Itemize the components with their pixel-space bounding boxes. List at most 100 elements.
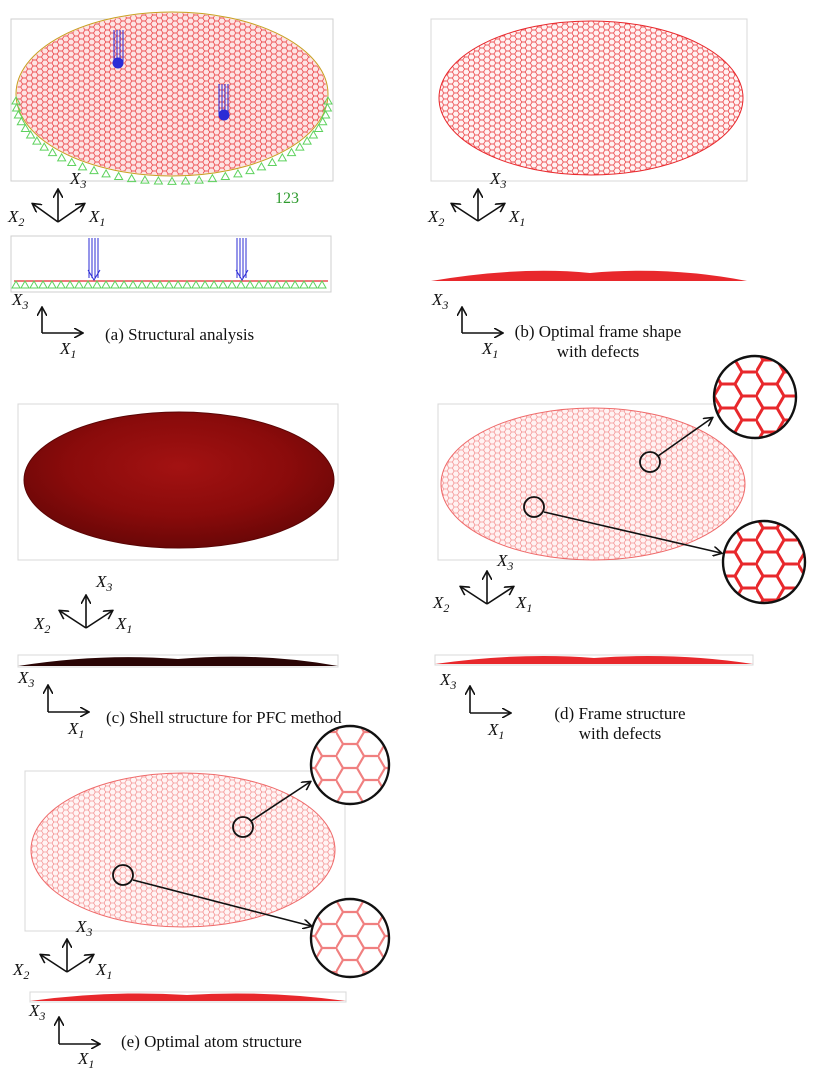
panel-e-axis-triad: X3 X2 X1 xyxy=(12,917,112,982)
node-number-label: 123 xyxy=(275,190,299,207)
axis-label-x2: X2 xyxy=(33,614,50,636)
support-triangle xyxy=(128,279,138,289)
panel-c-side-profile xyxy=(18,656,338,666)
axis-label-x1: X1 xyxy=(508,207,525,229)
support-triangle xyxy=(277,152,288,162)
support-triangle xyxy=(263,279,273,289)
panel-a-side-load-2 xyxy=(235,238,249,281)
support-triangle xyxy=(245,279,255,289)
support-triangle xyxy=(56,279,66,289)
support-triangle xyxy=(47,147,58,157)
support-triangle xyxy=(101,168,111,178)
caption-b-line2: with defects xyxy=(556,342,640,361)
panel-d-side-axes: X3 X1 xyxy=(439,670,510,742)
support-triangle xyxy=(272,279,282,289)
caption-b: (b) Optimal frame shape with defects xyxy=(508,322,688,362)
support-triangle xyxy=(233,168,243,178)
support-triangle xyxy=(281,279,291,289)
support-triangle xyxy=(20,279,30,289)
axis-label-x1: X1 xyxy=(77,1049,94,1071)
support-triangle xyxy=(207,173,218,183)
support-triangle xyxy=(164,279,174,289)
panel-e-side-profile xyxy=(30,993,346,1001)
support-triangle xyxy=(29,279,39,289)
support-triangle xyxy=(20,123,31,132)
axis-label-x3: X3 xyxy=(17,668,34,690)
panel-e-side-axes: X3 X1 xyxy=(28,1001,99,1071)
panel-a-axis-triad: X3 X2 X1 xyxy=(7,169,105,229)
support-triangle xyxy=(191,279,201,289)
panel-b-side-profile xyxy=(431,270,747,281)
support-triangle xyxy=(146,279,156,289)
panel-e-frame xyxy=(24,770,346,932)
support-triangle xyxy=(25,129,36,139)
support-triangle xyxy=(140,175,150,184)
support-triangle xyxy=(167,176,177,185)
panel-d: X3 X2 X1 X3 X1 xyxy=(432,354,807,742)
panel-b-hex-mesh xyxy=(438,20,744,176)
panel-d-side-profile xyxy=(435,656,753,664)
axis-label-x1: X1 xyxy=(95,960,112,982)
support-triangle xyxy=(32,136,42,145)
panel-d-axis-triad: X3 X2 X1 xyxy=(432,551,532,615)
panel-e-side-frame xyxy=(29,991,347,1003)
panel-a-side-load-1 xyxy=(87,238,101,281)
support-triangle xyxy=(200,279,210,289)
support-triangle xyxy=(89,165,99,175)
support-triangle xyxy=(254,279,264,289)
support-triangle xyxy=(13,109,24,119)
axis-label-x3: X3 xyxy=(439,670,456,692)
panel-a-side-frame xyxy=(10,235,332,293)
support-triangle xyxy=(92,279,102,289)
support-triangle xyxy=(267,157,278,167)
panel-d-defect-marker-1 xyxy=(639,451,661,473)
support-triangle xyxy=(155,279,165,289)
panel-c: X3 X2 X1 X3 X1 xyxy=(17,403,339,741)
support-triangle xyxy=(65,279,75,289)
caption-c: (c) Shell structure for PFC method xyxy=(106,708,342,727)
support-triangle xyxy=(320,109,331,119)
support-triangle xyxy=(294,142,305,151)
panel-c-side-axes: X3 X1 xyxy=(17,668,88,741)
axis-label-x3: X3 xyxy=(489,169,506,191)
support-triangle xyxy=(299,279,309,289)
support-triangle xyxy=(317,116,328,126)
axis-label-x1: X1 xyxy=(481,339,498,361)
axis-label-x1: X1 xyxy=(88,207,105,229)
support-triangle xyxy=(322,102,333,112)
panel-c-side-frame xyxy=(17,654,339,668)
support-triangle xyxy=(245,165,255,175)
panel-a-load-2 xyxy=(218,84,230,121)
panel-b-axis-triad: X3 X2 X1 xyxy=(427,169,525,229)
panel-a-side-axes: X3 X1 xyxy=(11,290,82,361)
support-triangle xyxy=(38,279,48,289)
panel-d-zoom-1 xyxy=(712,354,798,440)
support-triangle xyxy=(317,279,327,289)
support-triangle xyxy=(209,279,219,289)
panel-a-hex-mesh xyxy=(17,13,327,175)
support-triangle xyxy=(290,279,300,289)
panel-d-zoom-arrow-1 xyxy=(657,418,712,457)
panel-a-supports xyxy=(11,95,333,185)
caption-d-line1: (d) Frame structure xyxy=(554,704,686,723)
axis-label-x3: X3 xyxy=(431,290,448,312)
axis-label-x3: X3 xyxy=(28,1001,45,1023)
support-triangle xyxy=(66,157,77,167)
panel-e-zoom-arrow-1 xyxy=(250,782,310,822)
axis-label-x3: X3 xyxy=(69,169,86,191)
support-triangle xyxy=(308,279,318,289)
support-triangle xyxy=(39,142,50,151)
support-triangle xyxy=(77,161,88,171)
axis-label-x1: X1 xyxy=(67,719,84,741)
panel-e-zoom-arrow-2 xyxy=(132,879,311,926)
support-triangle xyxy=(286,147,297,157)
panel-e-hex-mesh xyxy=(30,772,336,928)
support-triangle xyxy=(227,279,237,289)
support-triangle xyxy=(137,279,147,289)
support-triangle xyxy=(182,279,192,289)
panel-e-defect-marker-2 xyxy=(112,864,134,886)
support-triangle xyxy=(11,279,21,289)
support-triangle xyxy=(83,279,93,289)
panel-a-load-1 xyxy=(112,30,124,69)
